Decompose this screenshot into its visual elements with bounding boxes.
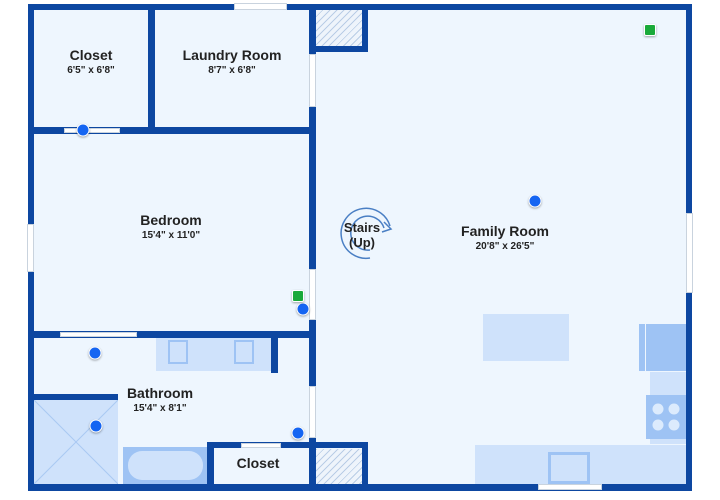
stairwell-top-hatch <box>316 9 362 47</box>
wall-closet-bottom-left <box>207 442 214 491</box>
room-name: Bedroom <box>140 212 202 228</box>
wall-top-rooms-bottom <box>28 127 314 134</box>
sink-icon <box>168 340 188 364</box>
stairwell-bottom-hatch <box>316 449 362 486</box>
bathroom-vanity <box>156 338 271 371</box>
room-name: Closet <box>236 455 280 471</box>
kitchen-island <box>483 314 569 361</box>
stairs-up-icon <box>340 207 393 260</box>
stove-burners-icon <box>652 403 680 431</box>
wall-closet-laundry <box>148 4 155 132</box>
kitchen-sink-icon <box>548 452 590 484</box>
window-family-right <box>686 213 693 293</box>
room-label-family[interactable]: Family Room 20'8" x 26'5" <box>461 223 549 254</box>
room-name: Closet <box>69 47 113 63</box>
wall-center-vertical-3 <box>309 320 316 386</box>
sink-icon <box>234 340 254 364</box>
counter-bottom <box>475 445 686 485</box>
refrigerator <box>639 324 686 371</box>
door-bathroom-top[interactable] <box>60 332 137 337</box>
stairwell-bottom-wall-right <box>362 442 368 491</box>
window-bedroom-left <box>27 224 34 272</box>
outer-wall-bottom <box>28 484 692 491</box>
door-bathroom[interactable] <box>309 386 316 438</box>
door-closet-bottom[interactable] <box>241 443 281 448</box>
stairwell-top-wall-right <box>362 4 368 52</box>
sensor-dot[interactable] <box>89 419 103 433</box>
room-dimensions: 8'7" x 6'8" <box>208 65 256 76</box>
sensor-dot[interactable] <box>76 123 90 137</box>
room-label-closet-top[interactable]: Closet 6'5" x 6'8" <box>67 47 115 78</box>
room-label-bathroom[interactable]: Bathroom 15'4" x 8'1" <box>127 385 193 416</box>
wall-bedroom-bathroom <box>28 331 314 338</box>
sensor-dot[interactable] <box>528 194 542 208</box>
room-dimensions: 6'5" x 6'8" <box>67 65 115 76</box>
stairwell-top-wall-bottom <box>309 46 368 52</box>
room-name: Bathroom <box>126 385 194 401</box>
sensor-square[interactable] <box>644 24 656 36</box>
stove <box>646 395 686 439</box>
wall-vanity-end <box>271 331 278 373</box>
room-label-bedroom[interactable]: Bedroom 15'4" x 11'0" <box>140 212 201 243</box>
door-laundry[interactable] <box>309 54 316 107</box>
bathtub-basin <box>128 451 203 480</box>
shower-cross-icon <box>34 400 118 484</box>
wall-center-vertical-4 <box>309 438 316 491</box>
sensor-dot[interactable] <box>296 302 310 316</box>
room-dimensions: 15'4" x 11'0" <box>141 230 201 241</box>
room-name: Laundry Room <box>182 47 282 63</box>
wall-shower-top <box>28 394 118 400</box>
room-label-laundry[interactable]: Laundry Room 8'7" x 6'8" <box>183 47 282 78</box>
refrigerator-door-line <box>645 324 646 371</box>
door-family-bottom[interactable] <box>538 484 602 490</box>
door-closet-top[interactable] <box>64 128 120 133</box>
sensor-dot[interactable] <box>88 346 102 360</box>
stairs-line1: Stairs <box>343 220 381 235</box>
stairs-label[interactable]: Stairs (Up) <box>344 220 380 250</box>
room-dimensions: 20'8" x 26'5" <box>475 241 535 252</box>
wall-center-vertical-2 <box>309 107 316 269</box>
window-top-laundry <box>234 3 287 10</box>
room-name: Family Room <box>461 223 549 239</box>
outer-wall-top <box>28 4 692 10</box>
sensor-dot[interactable] <box>291 426 305 440</box>
sensor-square[interactable] <box>292 290 304 302</box>
stairs-line2: (Up) <box>348 235 375 250</box>
room-dimensions: 15'4" x 8'1" <box>133 403 187 414</box>
wall-center-vertical <box>309 4 316 54</box>
room-label-closet-bottom[interactable]: Closet <box>237 455 280 472</box>
wall-closet-bottom-top <box>207 442 368 448</box>
door-bedroom[interactable] <box>309 269 316 320</box>
